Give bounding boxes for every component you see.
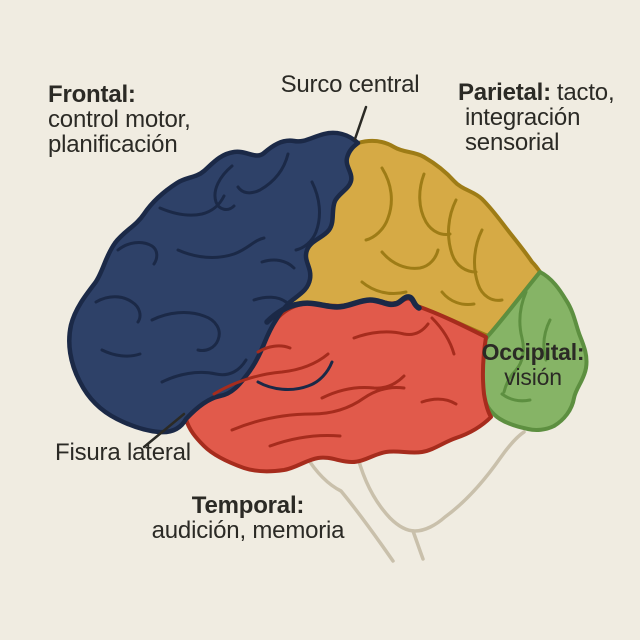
parietal-label-line2: integración xyxy=(465,104,581,131)
brainstem-cerebellum-outline xyxy=(304,430,526,563)
temporal-label-line1: audición, memoria xyxy=(151,517,345,544)
occipital-label-title: Occipital: xyxy=(481,339,585,365)
frontal-gyri xyxy=(94,152,334,391)
parietal-label-title: Parietal: xyxy=(458,79,551,106)
frontal-label-line2: planificación xyxy=(48,131,178,158)
surco-central-pointer-line xyxy=(353,105,368,141)
cerebellum-arc xyxy=(354,430,526,533)
temporal-gyri xyxy=(212,316,458,448)
parietal-label: Parietal:tacto, integración sensorial xyxy=(458,79,615,156)
occipital-gyri xyxy=(500,290,552,403)
parietal-gyri xyxy=(360,166,504,306)
temporal-label-title: Temporal: xyxy=(191,492,305,519)
parietal-label-inline: tacto, xyxy=(556,79,615,106)
frontal-lobe-shape xyxy=(67,130,361,435)
fisura-lateral-label: Fisura lateral xyxy=(55,439,191,466)
brainstem-line xyxy=(411,529,425,561)
temporal-label: Temporal: audición, memoria xyxy=(138,493,358,543)
parietal-label-line3: sensorial xyxy=(465,129,560,156)
fisura-lateral-pointer-line xyxy=(142,412,186,449)
occipital-label-line1: visión xyxy=(504,364,562,390)
lateral-fissure-line xyxy=(264,294,422,325)
frontal-label-line1: control motor, xyxy=(48,106,191,133)
frontal-label: Frontal: control motor, planificación xyxy=(48,82,191,157)
neck-line-left xyxy=(304,454,395,563)
surco-central-label: Surco central xyxy=(280,71,420,98)
frontal-label-title: Frontal: xyxy=(48,81,136,108)
occipital-label: Occipital: visión xyxy=(462,340,604,390)
